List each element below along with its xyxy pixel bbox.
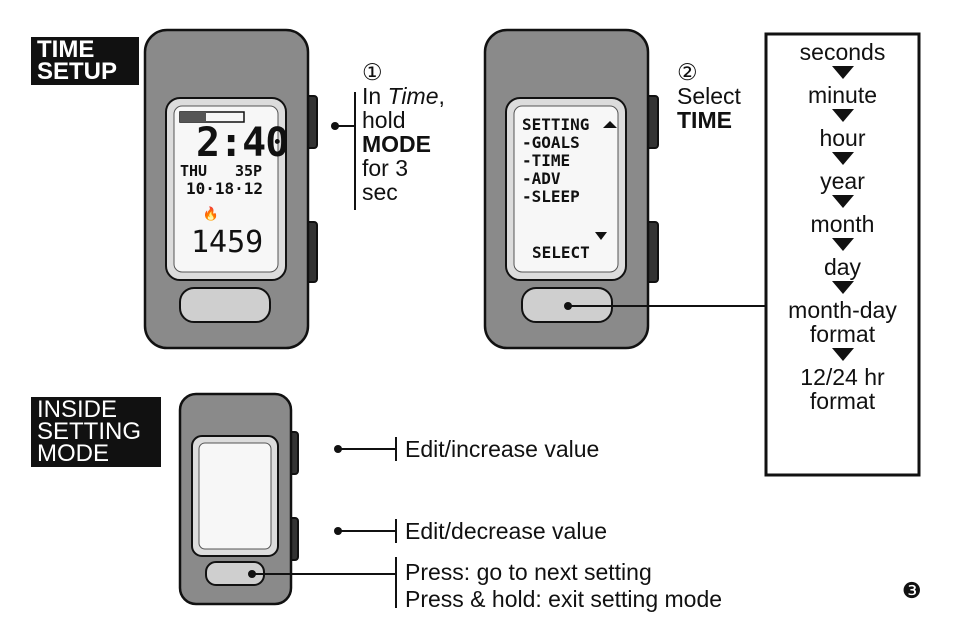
watch-1: 🔥 (143, 28, 318, 350)
sequence-list: seconds minute hour year month day month… (768, 40, 917, 413)
watch-3-screen (198, 442, 272, 550)
seq-minute: minute (807, 82, 878, 108)
step1-connector (331, 92, 356, 210)
step1-line1-prefix: In (362, 83, 388, 109)
seq-month: month (810, 211, 875, 237)
menu-item-goals: -GOALS (522, 133, 580, 152)
watch-3 (178, 392, 299, 606)
menu-title: SETTING (522, 115, 590, 134)
step2-text: ② Select TIME (677, 60, 762, 132)
seq-12-24-format: 12/24 hr format (800, 364, 885, 414)
step1-line1-suffix: , (438, 83, 445, 109)
inside-setting-mode-label: INSIDE SETTING MODE (31, 397, 161, 467)
menu-item-adv: -ADV (522, 169, 561, 188)
step1-line3: MODE (362, 131, 431, 157)
arrow-down-icon (831, 281, 854, 294)
arrow-down-icon (831, 152, 854, 165)
watch-1-screen (173, 105, 279, 273)
seq-hour: hour (819, 125, 866, 151)
callout-press: Press: go to next setting (405, 559, 652, 585)
watch-1-front-button (179, 287, 271, 323)
step1-number: ① (362, 59, 383, 85)
increase-connector (334, 437, 397, 461)
watch-2-screen (513, 105, 619, 273)
step3-number: ❸ (902, 579, 922, 604)
step2-line1: Select (677, 83, 741, 109)
arrow-down-icon (831, 238, 854, 251)
arrow-down-icon (831, 66, 854, 79)
watch-1-date: 10·18·12 (186, 179, 264, 198)
scroll-down-icon (595, 232, 607, 240)
arrow-down-icon (831, 109, 854, 122)
flame-icon: 🔥 (203, 206, 219, 221)
step2-line2: TIME (677, 107, 732, 133)
time-setup-label-line2: SETUP (37, 58, 118, 85)
callout-hold: Press & hold: exit setting mode (405, 586, 723, 612)
menu-item-sleep: -SLEEP (522, 187, 580, 206)
seq-year: year (820, 168, 865, 194)
step1-line4: for 3 (362, 155, 409, 181)
step2-connector (564, 302, 767, 310)
seq-month-day-format: month-day format (788, 297, 897, 347)
menu-item-time: -TIME (522, 151, 571, 170)
arrow-down-icon (831, 195, 854, 208)
time-setup-label-line1: TIME (37, 36, 95, 63)
seq-seconds: seconds (799, 39, 886, 65)
step1-line5: sec (362, 179, 398, 205)
time-setup-label: TIME SETUP (31, 37, 139, 85)
callout-decrease: Edit/decrease value (405, 518, 608, 544)
watch-1-calories: 1459 (191, 225, 264, 260)
watch-1-time: 2:40 (196, 120, 289, 166)
watch-2 (483, 28, 659, 350)
watch-1-day: THU (180, 162, 208, 180)
front-button-connector (248, 557, 397, 608)
decrease-connector (334, 519, 397, 543)
arrow-down-icon (831, 348, 854, 361)
inside-label-line2: SETTING (37, 418, 142, 445)
callout-increase: Edit/increase value (405, 436, 600, 462)
scroll-up-icon (603, 121, 617, 128)
step2-number: ② (677, 59, 698, 85)
watch-1-progress-fill (180, 112, 206, 122)
step1-line1-italic: Time (387, 83, 439, 109)
step1-line1: In Time, (362, 84, 472, 108)
watch-2-select: SELECT (532, 243, 590, 262)
watch-1-extra: 35P (235, 162, 263, 180)
inside-label-line3: MODE (37, 440, 109, 467)
seq-day: day (823, 254, 862, 280)
inside-label-line1: INSIDE (37, 396, 118, 423)
step1-text: ① In Time, hold MODE for 3 sec (362, 60, 472, 204)
sequence-box (764, 32, 921, 477)
watch-2-menu: SETTING -GOALS -TIME -ADV -SLEEP (522, 116, 589, 206)
step1-line2: hold (362, 107, 406, 133)
